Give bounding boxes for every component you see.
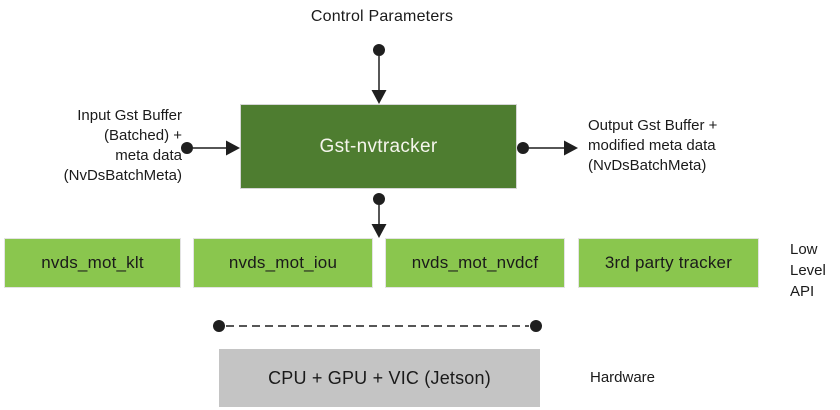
control-parameters-label: Control Parameters	[310, 8, 454, 25]
api-label-line: Low	[790, 241, 818, 258]
arrowhead-down-icon	[371, 90, 387, 104]
low-level-box-label: 3rd party tracker	[604, 253, 733, 272]
low-level-box-label: nvds_mot_iou	[228, 253, 338, 272]
input-label-line: (NvDsBatchMeta)	[63, 167, 182, 184]
connector-dot-icon	[517, 142, 529, 154]
input-buffer-label: Input Gst Buffer (Batched) + meta data (…	[14, 106, 182, 186]
input-label-line: meta data	[115, 147, 182, 164]
low-level-connector	[371, 193, 387, 238]
arrowhead-right-icon	[564, 140, 578, 156]
connector-dot-icon	[373, 44, 385, 56]
api-label-line: Level	[790, 262, 826, 279]
hardware-box: CPU + GPU + VIC (Jetson)	[219, 349, 540, 407]
input-connector	[181, 140, 240, 156]
connector-dot-icon	[373, 193, 385, 205]
input-label-line: (Batched) +	[104, 127, 182, 144]
hardware-box-label: CPU + GPU + VIC (Jetson)	[268, 367, 491, 388]
output-label-line: Output Gst Buffer +	[588, 117, 718, 134]
output-label-line: (NvDsBatchMeta)	[588, 157, 707, 174]
input-label-line: Input Gst Buffer	[77, 107, 182, 124]
gst-nvtracker-label: Gst-nvtracker	[319, 135, 438, 157]
arrowhead-down-icon	[371, 224, 387, 238]
low-level-box-nvds-mot-nvdcf: nvds_mot_nvdcf	[385, 238, 565, 288]
connector-dot-icon	[530, 320, 542, 332]
low-level-box-nvds-mot-iou: nvds_mot_iou	[193, 238, 373, 288]
hardware-label: Hardware	[590, 369, 656, 386]
low-level-box-3rd-party-tracker: 3rd party tracker	[578, 238, 759, 288]
api-label-line: API	[790, 283, 815, 300]
connector-dot-icon	[181, 142, 193, 154]
low-level-box-label: nvds_mot_klt	[41, 253, 144, 272]
low-level-box-nvds-mot-klt: nvds_mot_klt	[4, 238, 181, 288]
low-level-api-label: Low Level API	[790, 239, 826, 302]
connector-dot-icon	[213, 320, 225, 332]
output-connector	[517, 140, 578, 156]
output-label-line: modified meta data	[588, 137, 716, 154]
gst-nvtracker-box: Gst-nvtracker	[240, 104, 517, 189]
output-buffer-label: Output Gst Buffer + modified meta data (…	[588, 116, 768, 176]
arrowhead-right-icon	[226, 140, 240, 156]
control-params-connector	[371, 44, 387, 104]
hardware-span-connector	[213, 320, 542, 332]
low-level-box-label: nvds_mot_nvdcf	[411, 253, 539, 272]
